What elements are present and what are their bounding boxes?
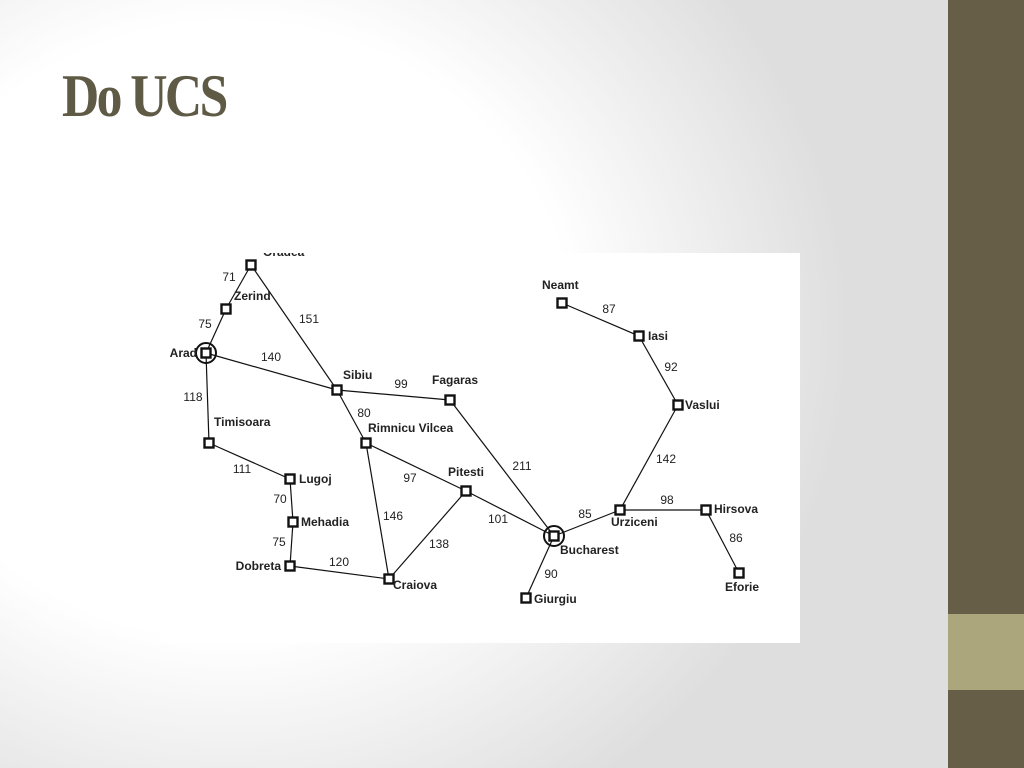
edge-cost-hirsova-eforie: 86 — [729, 531, 743, 545]
edge-cost-lugoj-mehadia: 70 — [273, 492, 287, 506]
edge-cost-urziceni-vaslui: 142 — [656, 452, 676, 466]
city-label-sibiu: Sibiu — [343, 368, 372, 382]
edge-fagaras-bucharest — [449, 399, 555, 537]
edge-layer — [205, 264, 740, 599]
node-pitesti — [460, 485, 472, 497]
edge-hirsova-eforie — [705, 509, 740, 574]
city-label-bucharest: Bucharest — [560, 543, 619, 557]
node-sibiu — [331, 384, 343, 396]
edge-cost-rimnicu-pitesti: 97 — [403, 471, 417, 485]
edge-cost-timisoara-lugoj: 111 — [233, 462, 252, 476]
city-label-oradea: Oradea — [263, 253, 305, 259]
city-label-vaslui: Vaslui — [685, 398, 720, 412]
edge-cost-mehadia-dobreta: 75 — [272, 535, 286, 549]
node-ring-arad — [195, 342, 217, 364]
node-dobreta — [284, 560, 296, 572]
node-ring-bucharest — [543, 525, 565, 547]
label-layer: OradeaZerindAradTimisoaraLugojMehadiaDob… — [170, 253, 760, 606]
node-vaslui — [672, 399, 684, 411]
node-bucharest — [548, 530, 560, 542]
node-hirsova — [700, 504, 712, 516]
node-timisoara — [203, 437, 215, 449]
node-craiova — [383, 573, 395, 585]
city-label-pitesti: Pitesti — [448, 465, 484, 479]
map-panel: 71 75 151 140 118 111 70 75 120 99 80 97 146 138 211 10… — [160, 253, 800, 643]
node-mehadia — [287, 516, 299, 528]
cost-layer: 71 75 151 140 118 111 70 75 120 99 80 97 146 138 211 10… — [183, 270, 743, 581]
node-iasi — [633, 330, 645, 342]
edge-cost-arad-timisoara: 118 — [183, 390, 202, 404]
city-label-craiova: Craiova — [393, 578, 437, 592]
romania-road-map: 71 75 151 140 118 111 70 75 120 99 80 97 146 138 211 10… — [170, 253, 760, 606]
edge-sibiu-rimnicu — [336, 389, 367, 444]
edge-cost-sibiu-rimnicu: 80 — [357, 406, 371, 420]
city-label-zerind: Zerind — [234, 289, 271, 303]
edge-cost-bucharest-giurgiu: 90 — [544, 567, 558, 581]
edge-cost-fagaras-bucharest: 211 — [512, 459, 531, 473]
edge-cost-iasi-neamt: 87 — [602, 302, 616, 316]
edge-cost-oradea-zerind: 71 — [222, 270, 236, 284]
city-label-lugoj: Lugoj — [299, 472, 332, 486]
edge-arad-sibiu — [205, 352, 338, 391]
edge-bucharest-giurgiu — [525, 535, 555, 599]
side-accent — [948, 614, 1024, 690]
edge-vaslui-iasi — [638, 335, 679, 406]
edge-timisoara-lugoj — [208, 442, 291, 480]
city-label-giurgiu: Giurgiu — [534, 592, 577, 606]
edge-sibiu-fagaras — [336, 389, 451, 401]
edge-cost-dobreta-craiova: 120 — [329, 555, 349, 569]
node-rimnicu — [360, 437, 372, 449]
city-label-neamt: Neamt — [542, 278, 579, 292]
edge-oradea-sibiu — [250, 264, 338, 391]
node-zerind — [220, 303, 232, 315]
edge-bucharest-urziceni — [553, 509, 621, 537]
edge-cost-zerind-arad: 75 — [198, 317, 212, 331]
edge-oradea-zerind — [225, 264, 252, 310]
city-label-hirsova: Hirsova — [714, 502, 758, 516]
city-label-arad: Arad — [170, 346, 197, 360]
edge-arad-timisoara — [205, 352, 210, 444]
city-label-urziceni: Urziceni — [611, 515, 658, 529]
edge-cost-urziceni-hirsova: 98 — [660, 493, 674, 507]
edge-cost-oradea-sibiu: 151 — [299, 312, 319, 326]
node-arad — [200, 347, 212, 359]
edge-iasi-neamt — [561, 302, 640, 337]
edge-dobreta-craiova — [289, 565, 390, 580]
node-layer — [195, 259, 745, 604]
city-label-fagaras: Fagaras — [432, 373, 478, 387]
edge-rimnicu-pitesti — [365, 442, 467, 492]
node-fagaras — [444, 394, 456, 406]
node-eforie — [733, 567, 745, 579]
node-urziceni — [614, 504, 626, 516]
city-label-iasi: Iasi — [648, 329, 668, 343]
edge-cost-pitesti-bucharest: 101 — [488, 512, 508, 526]
city-label-eforie: Eforie — [725, 580, 759, 594]
edge-cost-craiova-pitesti: 138 — [429, 537, 449, 551]
edge-cost-rimnicu-craiova: 146 — [383, 509, 403, 523]
city-label-rimnicu: Rimnicu Vilcea — [368, 421, 453, 435]
edge-cost-bucharest-urziceni: 85 — [578, 507, 592, 521]
edge-rimnicu-craiova — [365, 442, 390, 580]
node-oradea — [245, 259, 257, 271]
edge-lugoj-mehadia — [289, 478, 294, 523]
city-label-mehadia: Mehadia — [301, 515, 349, 529]
edge-mehadia-dobreta — [289, 521, 294, 567]
node-lugoj — [284, 473, 296, 485]
node-giurgiu — [520, 592, 532, 604]
edge-cost-sibiu-fagaras: 99 — [394, 377, 408, 391]
edge-zerind-arad — [205, 308, 227, 354]
edge-urziceni-vaslui — [619, 404, 679, 511]
edge-craiova-pitesti — [388, 490, 467, 580]
node-neamt — [556, 297, 568, 309]
slide-title: Do UCS — [62, 63, 228, 129]
city-label-timisoara: Timisoara — [214, 415, 271, 429]
edge-pitesti-bucharest — [465, 490, 555, 537]
edge-cost-vaslui-iasi: 92 — [664, 360, 678, 374]
city-label-dobreta: Dobreta — [236, 559, 282, 573]
edge-cost-arad-sibiu: 140 — [261, 350, 281, 364]
